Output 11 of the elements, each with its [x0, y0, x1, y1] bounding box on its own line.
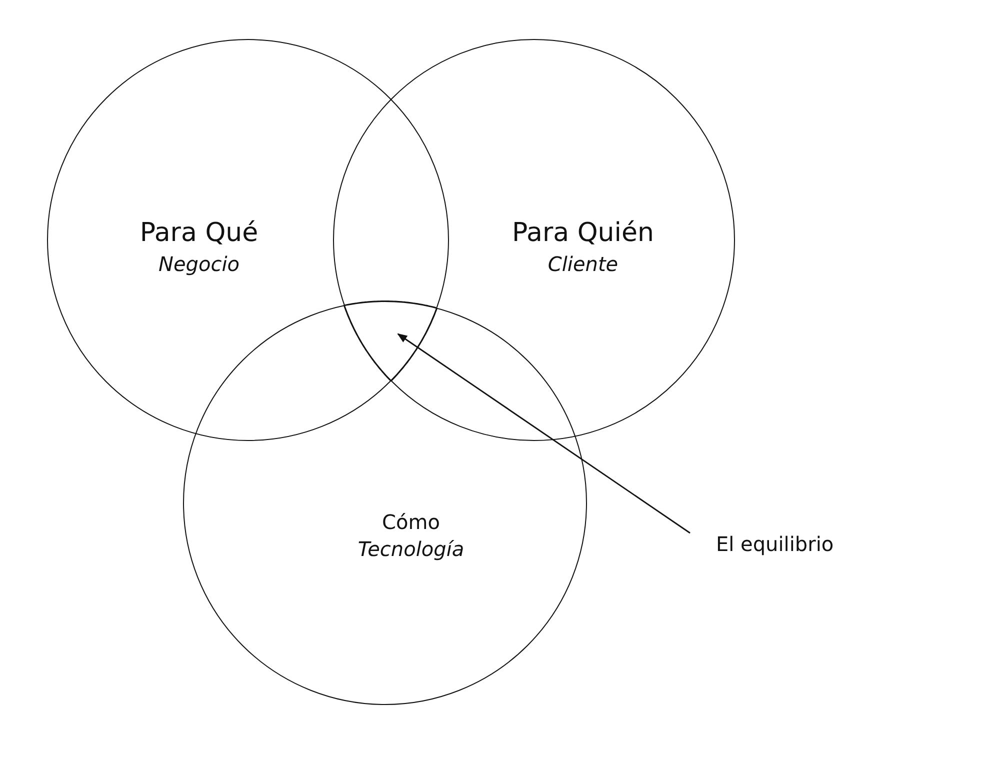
circle-title: Cómo	[382, 509, 440, 536]
circle-title: Para Qué	[140, 216, 258, 250]
venn-circle	[333, 39, 735, 441]
leader-arrow	[397, 333, 690, 534]
circle-subtitle: Negocio	[158, 251, 240, 278]
circle-subtitle: Tecnología	[358, 536, 464, 563]
venn-circle	[183, 301, 587, 705]
circle-subtitle: Cliente	[548, 251, 618, 278]
circle-title: Para Quién	[512, 216, 654, 250]
callout-label: El equilibrio	[716, 532, 834, 556]
venn-circle	[47, 39, 449, 441]
